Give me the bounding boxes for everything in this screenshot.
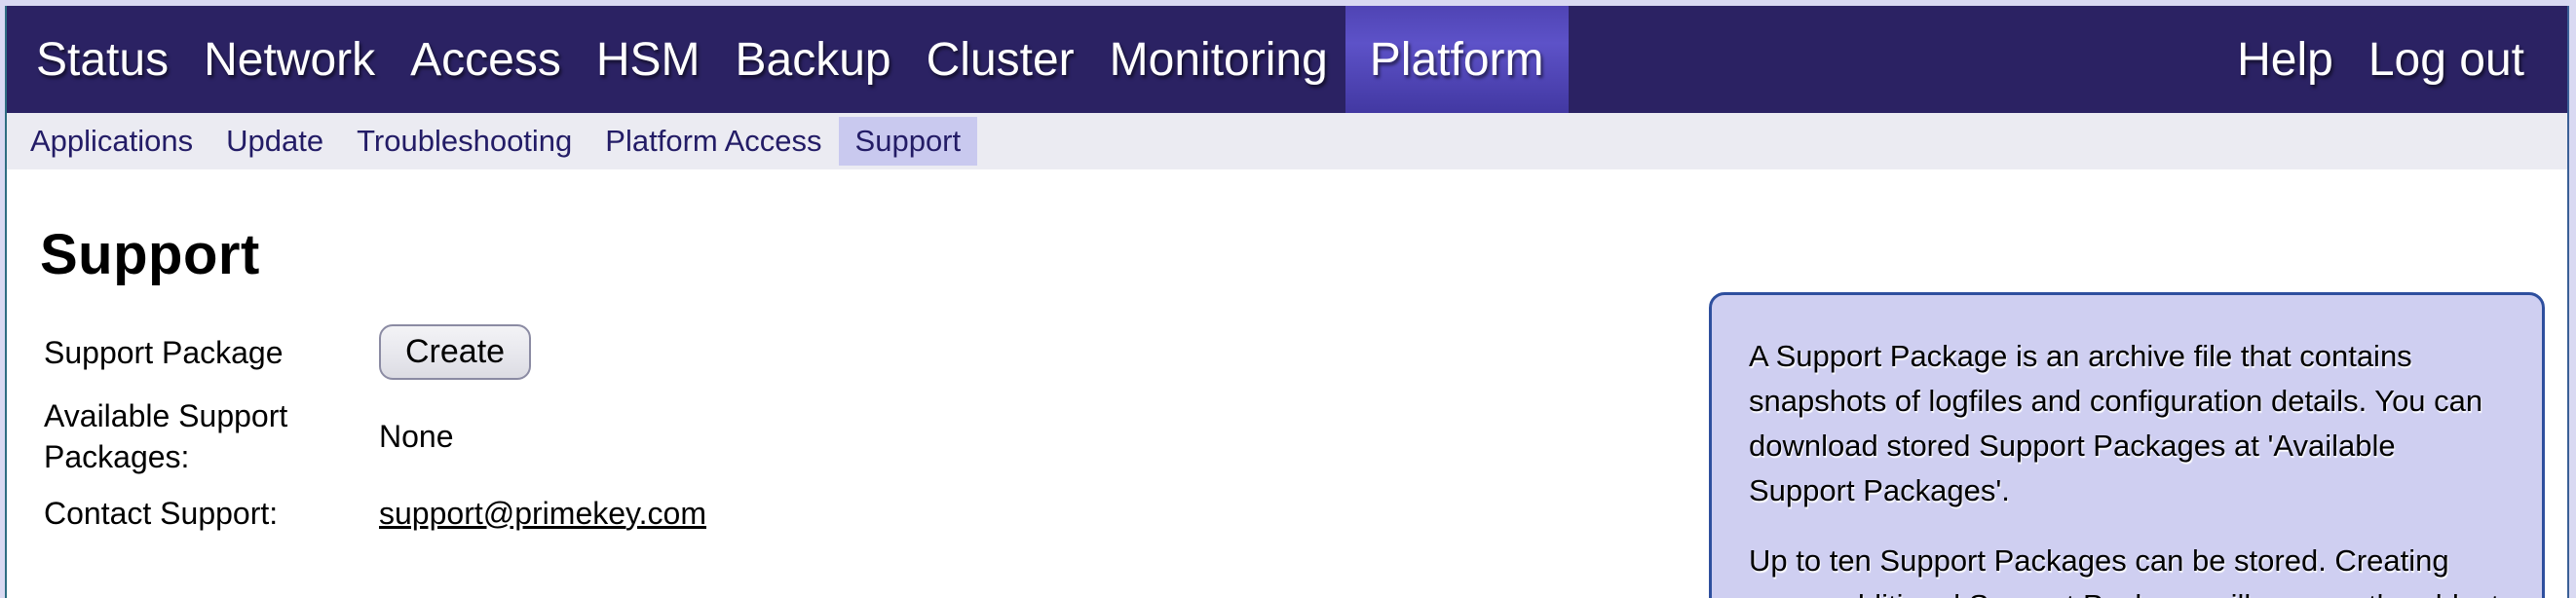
contact-support-email-link[interactable]: support@primekey.com: [379, 495, 706, 531]
nav-item-status[interactable]: Status: [36, 33, 170, 86]
subnav-item-troubleshooting[interactable]: Troubleshooting: [357, 124, 573, 158]
info-paragraph-1: A Support Package is an archive file tha…: [1749, 339, 2483, 507]
platform-sub-navigation: Applications Update Troubleshooting Plat…: [7, 113, 2567, 169]
nav-item-access[interactable]: Access: [410, 33, 561, 86]
info-paragraph-2: Up to ten Support Packages can be stored…: [1749, 543, 2499, 598]
nav-item-platform[interactable]: Platform: [1345, 6, 1569, 113]
page-title: Support: [40, 223, 260, 286]
support-form: Support Package Create Available Support…: [44, 324, 2567, 534]
support-content-area: Support Support Package Create Available…: [7, 222, 2567, 598]
nav-item-help[interactable]: Help: [2237, 33, 2333, 86]
nav-item-hsm[interactable]: HSM: [595, 33, 701, 86]
support-package-label: Support Package: [44, 334, 284, 370]
app-window: Status Network Access HSM Backup Cluster…: [5, 6, 2569, 598]
nav-item-monitoring[interactable]: Monitoring: [1109, 33, 1328, 86]
available-packages-value: None: [379, 418, 454, 454]
subnav-item-support[interactable]: Support: [838, 117, 978, 166]
create-support-package-button[interactable]: Create: [379, 324, 532, 380]
support-info-box: A Support Package is an archive file tha…: [1709, 292, 2545, 598]
nav-item-cluster[interactable]: Cluster: [926, 33, 1075, 86]
subnav-item-applications[interactable]: Applications: [30, 124, 194, 158]
contact-support-label: Contact Support:: [44, 496, 279, 531]
nav-item-network[interactable]: Network: [204, 33, 376, 86]
subnav-item-update[interactable]: Update: [226, 124, 324, 158]
available-packages-label: Available Support Packages:: [44, 398, 288, 474]
nav-item-logout[interactable]: Log out: [2368, 33, 2524, 86]
nav-item-backup[interactable]: Backup: [735, 33, 891, 86]
subnav-item-platform-access[interactable]: Platform Access: [605, 124, 822, 158]
top-navigation-bar: Status Network Access HSM Backup Cluster…: [7, 6, 2567, 113]
